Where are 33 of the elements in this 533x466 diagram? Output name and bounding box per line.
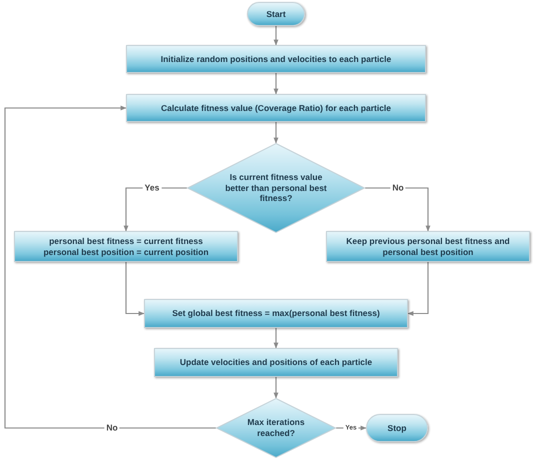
arrow xyxy=(407,262,429,316)
process-box xyxy=(326,231,530,262)
edge-label: Yes xyxy=(142,183,162,193)
terminal-text: Start xyxy=(266,8,286,20)
arrow xyxy=(4,106,216,429)
edge-label: No xyxy=(104,423,120,433)
arrow xyxy=(365,187,430,232)
arrow xyxy=(274,73,278,95)
step-text: personal best position = current position xyxy=(43,246,209,258)
terminal-pill xyxy=(366,414,428,442)
process-box xyxy=(14,231,238,262)
terminal-text: Stop xyxy=(388,422,406,434)
edge-label: No xyxy=(390,183,406,193)
arrow xyxy=(274,377,278,399)
process-box xyxy=(126,45,426,73)
step-text: Update velocities and positions of each particle xyxy=(180,357,372,368)
decision-diamond xyxy=(216,398,336,458)
terminal-pill xyxy=(247,2,305,26)
step-text: Set global best fitness = max(personal best fitness) xyxy=(172,308,380,319)
decision-diamond xyxy=(187,143,365,233)
arrow xyxy=(274,122,278,144)
step-text: Keep previous personal best fitness and personal best position xyxy=(345,236,511,258)
process-box xyxy=(154,348,398,377)
decision-text: Is current fitness value better than personal best fitness? xyxy=(224,172,328,204)
process-box xyxy=(144,299,408,328)
step-text: Initialize random positions and velocities to each particle xyxy=(160,54,392,64)
arrow xyxy=(125,262,145,316)
step-text: Calculate fitness value (Coverage Ratio) for each particle xyxy=(160,102,392,114)
arrow xyxy=(274,328,278,349)
decision-text: Max iterations reached? xyxy=(246,417,306,439)
arrow xyxy=(274,26,278,46)
step-text: personal best fitness = current fitness xyxy=(49,236,203,246)
process-box xyxy=(126,94,426,122)
